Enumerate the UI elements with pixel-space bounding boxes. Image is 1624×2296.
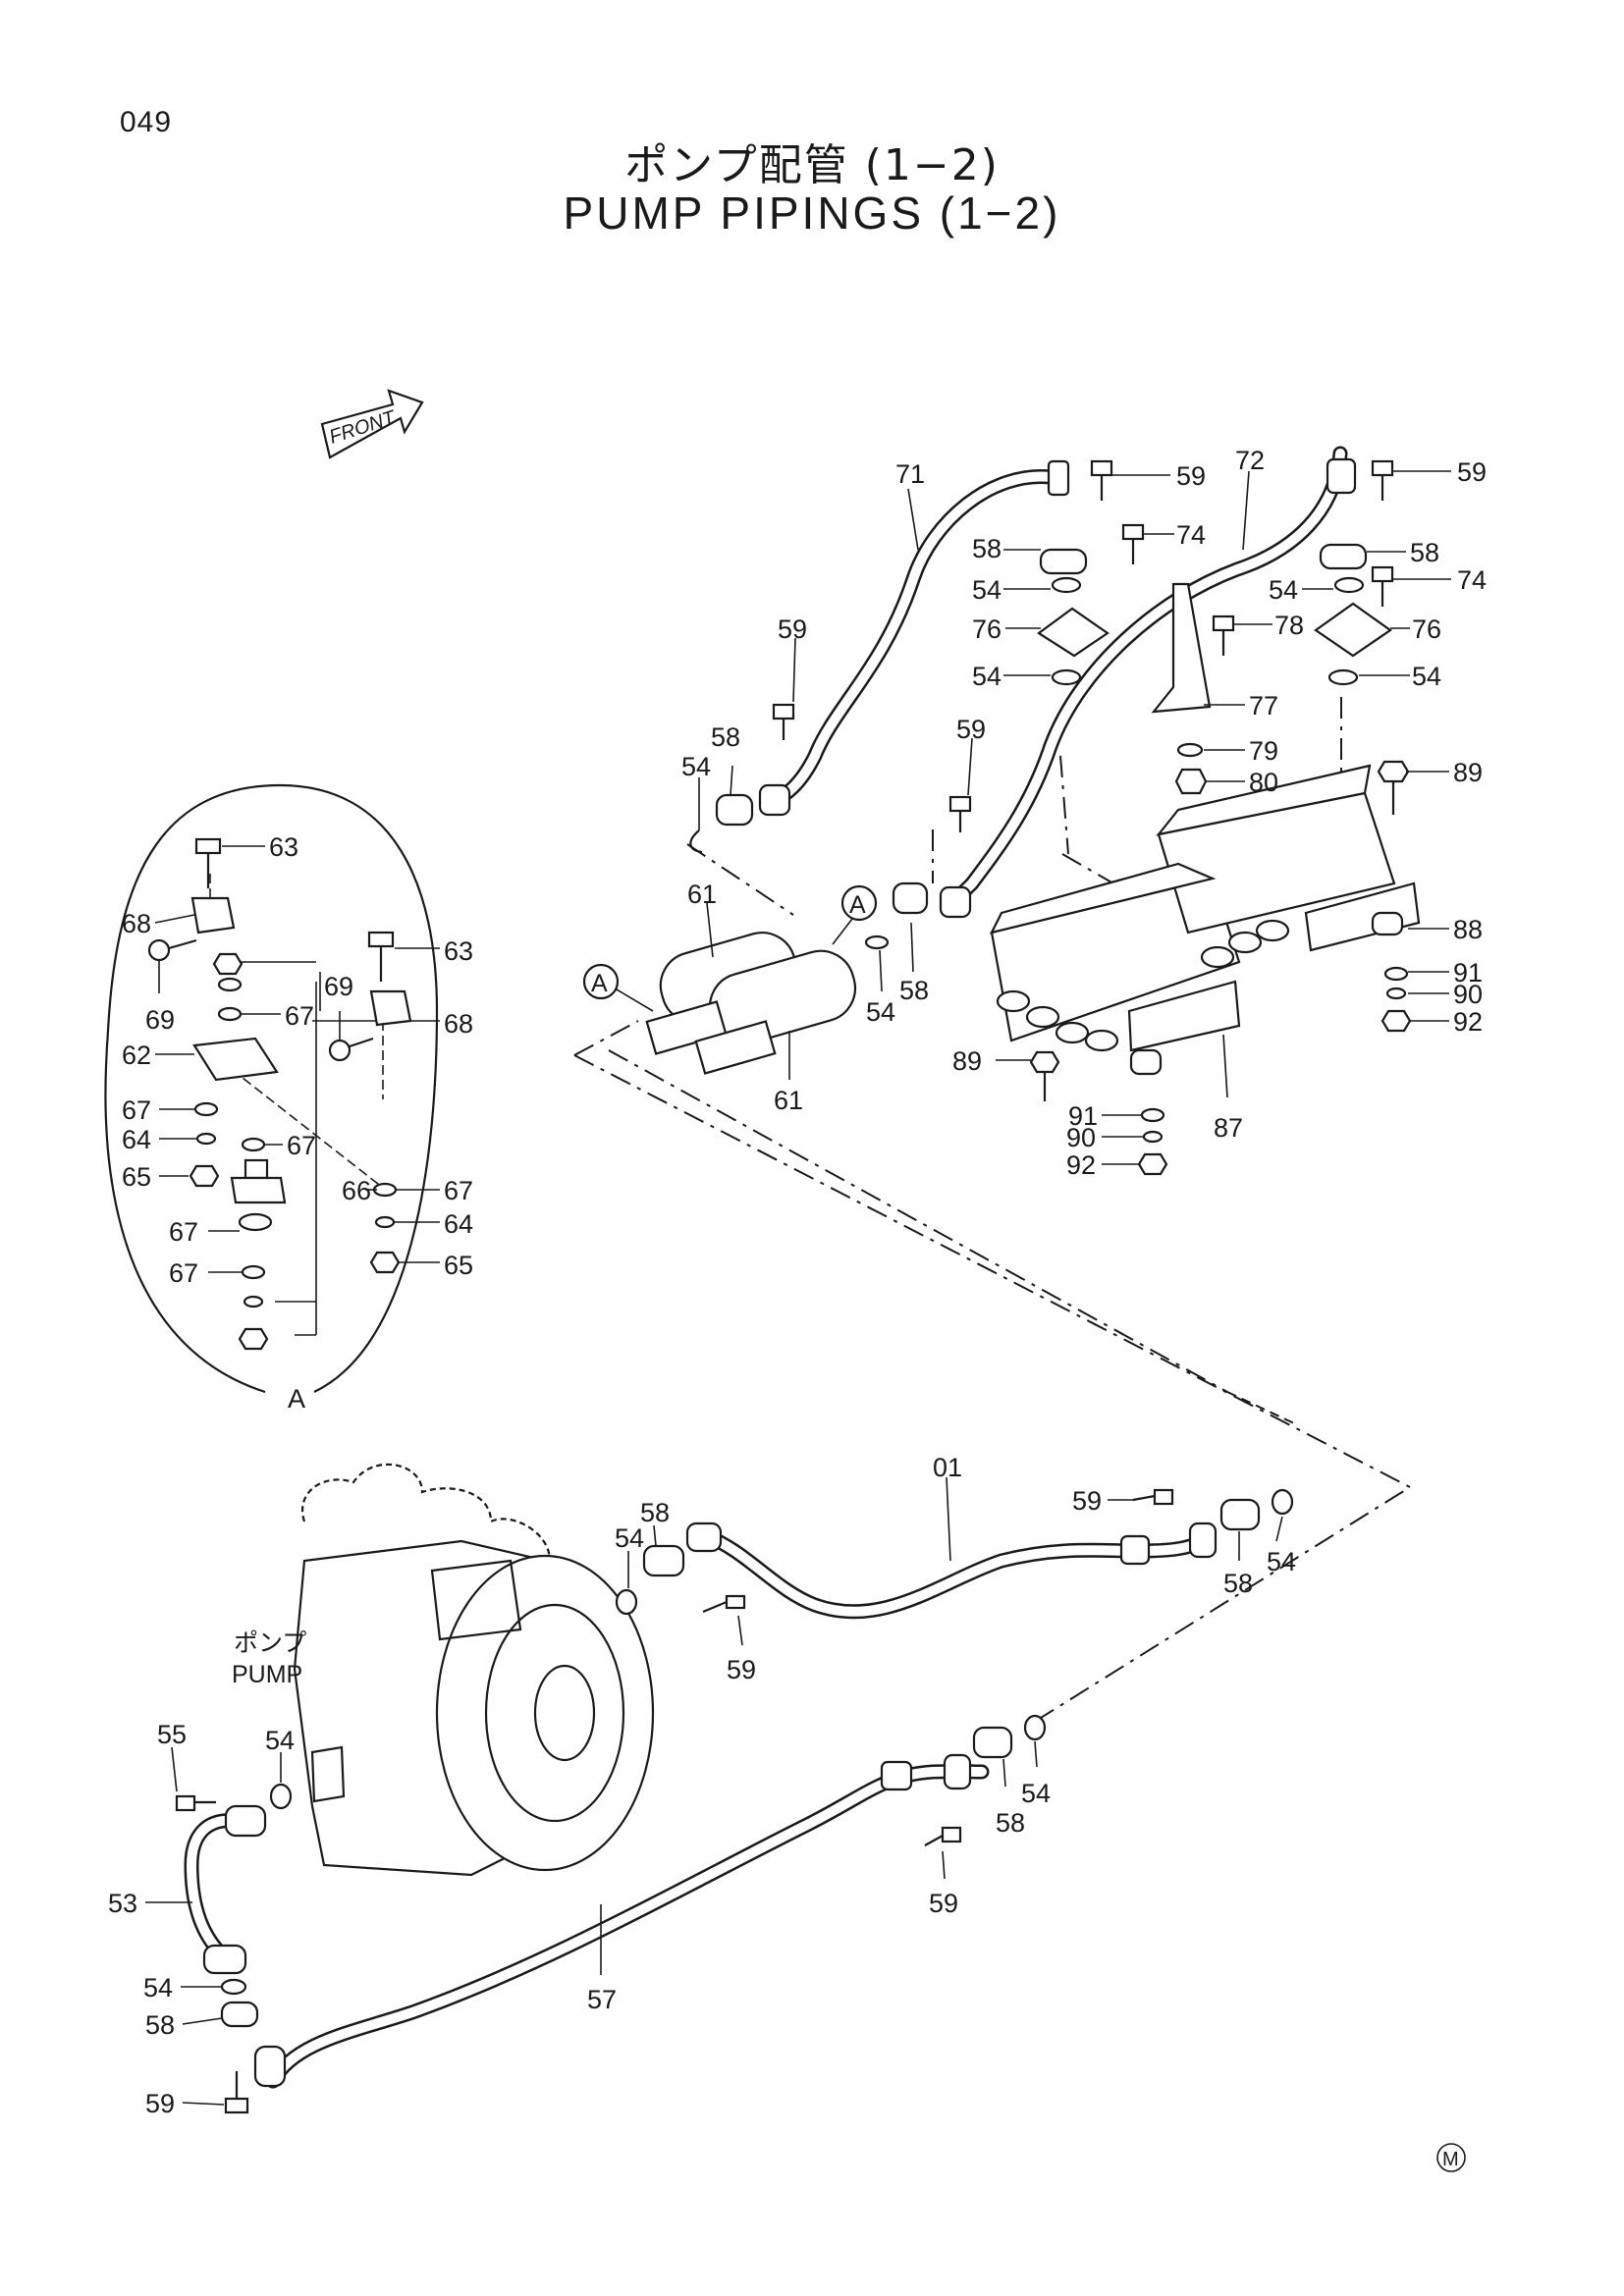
- callout-label: 59: [929, 1889, 958, 1918]
- callout-label: 90: [1066, 1123, 1096, 1152]
- callout-label: 80: [1249, 768, 1278, 797]
- callout-label: 58: [972, 534, 1001, 563]
- callout-label: 67: [444, 1176, 473, 1205]
- callout-label: 72: [1235, 446, 1265, 475]
- callout-label: 68: [122, 909, 151, 938]
- callout-label: 74: [1176, 520, 1206, 550]
- callout-label: 76: [972, 614, 1001, 644]
- callout-label: 59: [956, 715, 986, 744]
- callout-label: 89: [952, 1046, 982, 1076]
- callout-label: 76: [1412, 614, 1441, 644]
- valve-fasteners: [1029, 760, 1412, 1176]
- page-number: 049: [120, 106, 173, 138]
- callout-label: 01: [933, 1453, 962, 1482]
- callout-label: 58: [640, 1498, 670, 1527]
- callout-label: 65: [444, 1251, 473, 1280]
- callout-label: 64: [444, 1209, 473, 1239]
- callout-label: 54: [1269, 575, 1298, 605]
- callout-label: 91: [1453, 958, 1483, 988]
- callout-label: 65: [122, 1162, 151, 1192]
- callout-label: 91: [1068, 1101, 1098, 1131]
- callout-label: 54: [143, 1973, 173, 2002]
- callout-label: 67: [287, 1131, 316, 1160]
- callout-label: 89: [1453, 758, 1483, 787]
- callout-label: 58: [1410, 538, 1439, 567]
- upper-flanges: [1037, 459, 1394, 795]
- callout-label: 57: [587, 1985, 617, 2014]
- callout-label: 58: [899, 976, 929, 1005]
- callout-label: 59: [1176, 461, 1206, 491]
- pump-label: PUMP: [232, 1661, 302, 1688]
- callout-label: 62: [122, 1041, 151, 1070]
- callout-label: 54: [972, 575, 1001, 605]
- pump-label-jp: ポンプ: [234, 1629, 306, 1657]
- callout-label: 71: [895, 459, 925, 489]
- pipe-71: [758, 459, 1070, 817]
- callout-label: 87: [1214, 1113, 1243, 1143]
- page-title-japanese: ポンプ配管 (1−2): [624, 140, 1000, 190]
- front-arrow-icon: FRONT: [320, 389, 424, 459]
- callout-label: 54: [1021, 1779, 1051, 1808]
- callout-label: 69: [324, 972, 353, 1001]
- callout-label: 67: [169, 1217, 198, 1247]
- svg-text:M: M: [1442, 2149, 1459, 2170]
- pump-assembly: ポンプ PUMP: [232, 1463, 655, 1877]
- callout-label: 59: [1072, 1486, 1102, 1516]
- callout-label: 59: [727, 1655, 756, 1684]
- callout-label: 78: [1274, 611, 1304, 640]
- callout-label: 67: [285, 1001, 314, 1031]
- callout-label: 61: [774, 1086, 803, 1115]
- callout-label: 54: [866, 997, 895, 1027]
- filter-side-flanges: [689, 703, 972, 950]
- callout-label: 54: [265, 1726, 295, 1755]
- view-marker-a: A A: [582, 884, 878, 1012]
- callout-label: 54: [681, 752, 711, 781]
- detail-a-label: A: [288, 1384, 305, 1414]
- part-callouts: 71 59 72 59 58 74 58 74 54 54 76 76 78 5…: [108, 446, 1487, 2118]
- control-valve-87: [989, 764, 1421, 1076]
- pipe-53: [175, 1783, 293, 2114]
- pipe-72: [939, 446, 1357, 919]
- callout-label: 58: [145, 2010, 175, 2040]
- callout-label: 66: [342, 1176, 371, 1205]
- callout-label: 90: [1453, 980, 1483, 1009]
- callout-label: 58: [711, 722, 740, 752]
- callout-label: 68: [444, 1009, 473, 1039]
- callout-label: 63: [444, 936, 473, 966]
- callout-label: 74: [1457, 565, 1487, 595]
- detail-a-callout: A: [104, 783, 439, 1414]
- callout-label: 67: [169, 1258, 198, 1288]
- callout-label: 77: [1249, 691, 1278, 721]
- page-title: PUMP PIPINGS (1−2): [563, 187, 1061, 239]
- svg-text:A: A: [591, 970, 608, 997]
- callout-label: 54: [1412, 662, 1441, 691]
- callout-label: 63: [269, 832, 298, 862]
- callout-label: 64: [122, 1125, 151, 1154]
- callout-label: 92: [1066, 1150, 1096, 1180]
- bracket-77: [1151, 582, 1212, 714]
- callout-label: 61: [687, 880, 717, 909]
- callout-label: 79: [1249, 736, 1278, 766]
- callout-label: 53: [108, 1889, 137, 1918]
- filter-61-assembly: [645, 932, 857, 1075]
- pipe-01: [615, 1488, 1294, 1620]
- callout-label: 92: [1453, 1007, 1483, 1037]
- callout-label: 54: [615, 1523, 644, 1553]
- callout-label: 55: [157, 1720, 187, 1749]
- callout-label: 54: [972, 662, 1001, 691]
- callout-label: 69: [145, 1005, 175, 1035]
- callout-label: 88: [1453, 915, 1483, 944]
- corner-mark-icon: M: [1436, 2143, 1466, 2172]
- svg-text:A: A: [849, 891, 866, 919]
- callout-label: 67: [122, 1095, 151, 1125]
- callout-label: 59: [1457, 457, 1487, 487]
- callout-label: 59: [778, 614, 807, 644]
- callout-label: 54: [1267, 1547, 1296, 1576]
- callout-label: 58: [996, 1808, 1025, 1838]
- callout-label: 58: [1223, 1569, 1253, 1598]
- pipe-57: [253, 1714, 1047, 2089]
- callout-label: 59: [145, 2089, 175, 2118]
